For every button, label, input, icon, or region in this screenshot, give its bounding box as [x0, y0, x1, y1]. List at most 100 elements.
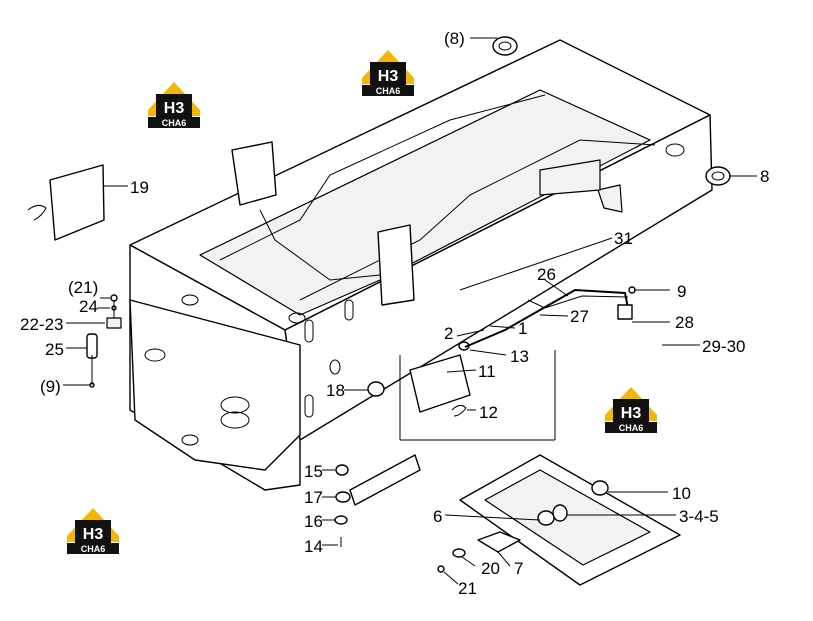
logo-watermark: H3 CHA6 [362, 50, 414, 96]
label-26: 26 [537, 265, 556, 284]
label-21-paren: (21) [68, 278, 98, 297]
label-6: 6 [433, 507, 442, 526]
frame-slot [304, 394, 314, 418]
seal-ring-upper [492, 36, 518, 56]
label-18: 18 [326, 381, 345, 400]
logo-bar-shape [148, 117, 200, 128]
sub-frame-10 [459, 454, 681, 586]
label-9: 9 [677, 282, 686, 301]
grommet-18 [367, 381, 385, 397]
frame-hinge-plate [129, 299, 301, 471]
bushing-6 [537, 510, 555, 526]
hose-27 [527, 295, 629, 309]
leader-11 [446, 369, 477, 373]
label-15: 15 [304, 462, 323, 481]
frame-bracket [597, 184, 623, 213]
label-28: 28 [675, 313, 694, 332]
pin-25 [86, 333, 98, 359]
label-17: 17 [304, 488, 323, 507]
logo-body-shape [75, 520, 111, 544]
label-14: 14 [304, 537, 323, 556]
frame-hinge-boss [220, 411, 250, 429]
logo-body-shape [370, 62, 406, 86]
frame-tower-right [377, 224, 415, 306]
leader-26 [544, 279, 569, 297]
logo-top-text: H3 [621, 405, 642, 422]
label-13: 13 [510, 347, 529, 366]
frame-inner-edge-line [219, 94, 546, 261]
sub-frame-hole [591, 480, 609, 496]
logo-watermark: H3 CHA6 [605, 387, 657, 433]
pin-15 [335, 464, 349, 476]
label-9-paren: (9) [40, 377, 61, 396]
frame-slot [304, 319, 314, 343]
logo-bottom-text: CHA6 [376, 86, 401, 96]
frame-tower-left [231, 141, 277, 206]
clip-12 [451, 404, 467, 417]
clip-19 [27, 204, 47, 221]
label-3-4-5: 3-4-5 [679, 507, 719, 526]
part-labels: (8) 8 19 31 26 27 9 28 29-30 2 1 13 11 1… [20, 29, 769, 598]
frame-slot [344, 299, 354, 321]
cover-plate-11 [409, 354, 471, 413]
plate-22-23 [106, 317, 122, 329]
bearing-3-4-5 [552, 504, 568, 522]
logo-bar-shape [67, 543, 119, 554]
label-22-23: 22-23 [20, 315, 63, 334]
label-21: 21 [458, 579, 477, 598]
link-arm [349, 454, 421, 506]
frame-inner-channel [199, 89, 651, 316]
label-1: 1 [518, 319, 527, 338]
cover-plate-19 [49, 164, 105, 241]
logo-bottom-text: CHA6 [81, 544, 106, 554]
logo-body-shape [613, 399, 649, 423]
label-25: 25 [45, 340, 64, 359]
frame-hinge-boss [144, 348, 166, 362]
logo-bar-shape [605, 422, 657, 433]
frame-hole [665, 143, 685, 157]
leader-2 [456, 329, 485, 337]
logo-watermark: H3 CHA6 [148, 82, 200, 128]
frame-hole [329, 359, 341, 375]
rear-frame [129, 39, 713, 491]
leader-21b [443, 571, 459, 585]
logo-bottom-text: CHA6 [162, 118, 187, 128]
seal-ring-right [705, 166, 731, 186]
label-8: 8 [760, 167, 769, 186]
leader-6 [444, 514, 541, 521]
washer-20 [452, 548, 466, 558]
logo-body-shape [156, 94, 192, 118]
leader-13 [469, 349, 507, 356]
leader-31 [459, 237, 613, 291]
label-8-paren: (8) [444, 29, 465, 48]
frame-hole [181, 434, 199, 446]
label-7: 7 [514, 559, 523, 578]
seal-ring-inner [498, 41, 512, 51]
pin-7 [477, 531, 521, 553]
label-24: 24 [79, 297, 98, 316]
logo-top-text: H3 [83, 526, 104, 543]
label-11: 11 [478, 362, 496, 381]
frame-hinge-boss [220, 396, 250, 414]
label-10: 10 [672, 484, 691, 503]
leader-lines [63, 37, 757, 585]
label-16: 16 [304, 512, 323, 531]
sub-frame-inner [484, 469, 651, 566]
label-20: 20 [481, 559, 500, 578]
label-2: 2 [444, 324, 453, 343]
logo-top-text: H3 [164, 100, 185, 117]
label-31: 31 [614, 229, 633, 248]
label-27: 27 [570, 307, 589, 326]
frame-hole [181, 294, 199, 306]
label-19: 19 [130, 178, 149, 197]
label-29-30: 29-30 [702, 337, 745, 356]
frame-bracket [539, 159, 601, 196]
bracket-28 [617, 304, 633, 320]
bolt-21-bottom [437, 565, 445, 573]
bushing-17 [335, 491, 351, 503]
washer-16 [334, 515, 348, 525]
label-12: 12 [479, 403, 498, 422]
leader-20 [461, 556, 476, 567]
